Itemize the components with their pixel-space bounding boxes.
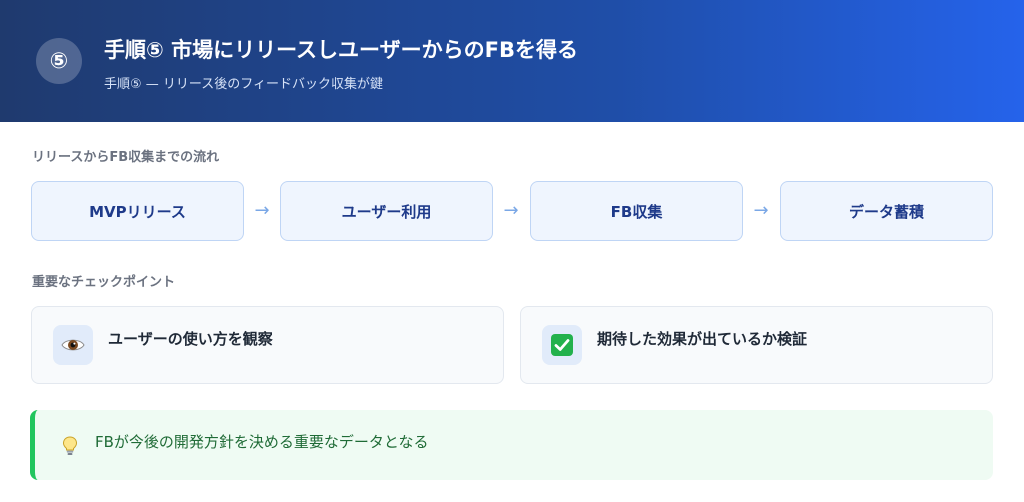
slide-header: ⑤ 手順⑤ 市場にリリースしユーザーからのFBを得る 手順⑤ — リリース後のフ… — [0, 0, 1024, 122]
slide-title: 手順⑤ 市場にリリースしユーザーからのFBを得る — [104, 38, 578, 62]
lightbulb-icon — [62, 436, 78, 456]
check-mark-icon — [542, 325, 582, 365]
flow-step-user-usage: ユーザー利用 — [280, 181, 493, 241]
checkpoint-card-observe: ユーザーの使い方を観察 — [31, 306, 504, 384]
checkpoint-section-title: 重要なチェックポイント — [32, 275, 176, 290]
checkpoint-text: 期待した効果が出ているか検証 — [597, 330, 808, 348]
eye-icon — [53, 325, 93, 365]
step-number-badge: ⑤ — [36, 38, 82, 84]
flow-arrow-icon: → — [254, 200, 270, 221]
flow-step-data-accumulation: データ蓄積 — [780, 181, 993, 241]
key-note-callout: FBが今後の開発方針を決める重要なデータとなる — [30, 410, 993, 480]
flow-arrow-icon: → — [753, 200, 769, 221]
slide-subtitle: 手順⑤ — リリース後のフィードバック収集が鍵 — [104, 77, 384, 92]
flow-arrow-icon: → — [503, 200, 519, 221]
flow-step-mvp-release: MVPリリース — [31, 181, 244, 241]
flow-step-fb-collection: FB収集 — [530, 181, 743, 241]
key-note-text: FBが今後の開発方針を決める重要なデータとなる — [95, 433, 429, 451]
flow-section-title: リリースからFB収集までの流れ — [32, 150, 220, 165]
checkpoint-text: ユーザーの使い方を観察 — [108, 330, 273, 348]
checkpoint-card-verify: 期待した効果が出ているか検証 — [520, 306, 993, 384]
